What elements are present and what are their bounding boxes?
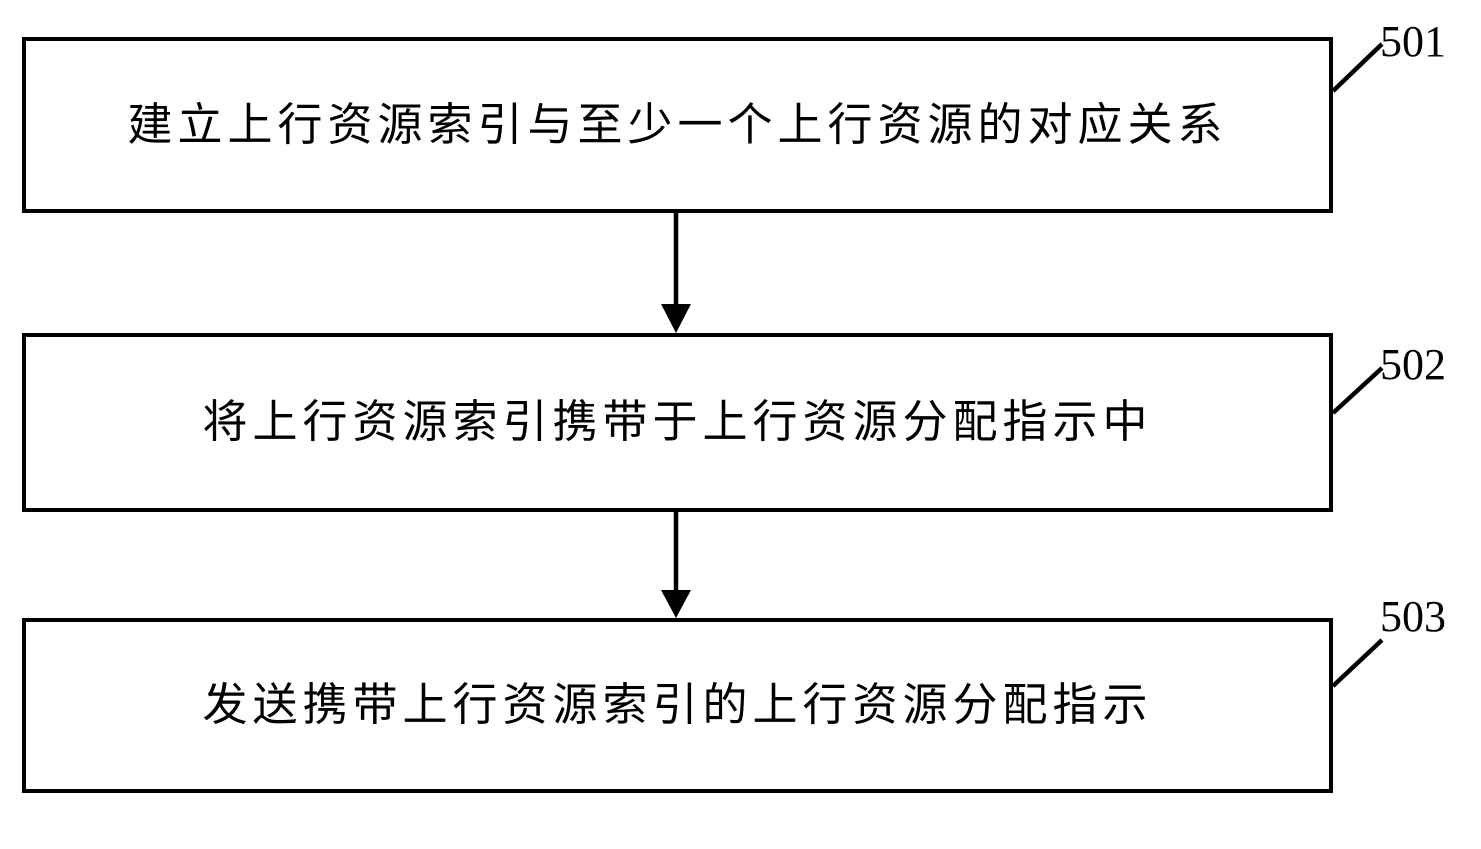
flow-box-502: 将上行资源索引携带于上行资源分配指示中 <box>22 333 1333 512</box>
leader-line-503 <box>1331 638 1384 688</box>
leader-line-502 <box>1331 366 1384 415</box>
arrow-down-icon <box>661 213 691 333</box>
arrow-down-icon <box>661 512 691 618</box>
flow-box-503-text: 发送携带上行资源索引的上行资源分配指示 <box>202 680 1153 730</box>
leader-line-501 <box>1331 42 1384 93</box>
flow-box-501: 建立上行资源索引与至少一个上行资源的对应关系 <box>22 37 1333 213</box>
ref-label-501: 501 <box>1380 17 1446 66</box>
ref-label-503: 503 <box>1380 592 1446 641</box>
flow-box-502-text: 将上行资源索引携带于上行资源分配指示中 <box>202 397 1153 447</box>
flow-box-503: 发送携带上行资源索引的上行资源分配指示 <box>22 618 1333 793</box>
flow-box-501-text: 建立上行资源索引与至少一个上行资源的对应关系 <box>127 99 1228 150</box>
ref-label-502: 502 <box>1380 340 1446 389</box>
